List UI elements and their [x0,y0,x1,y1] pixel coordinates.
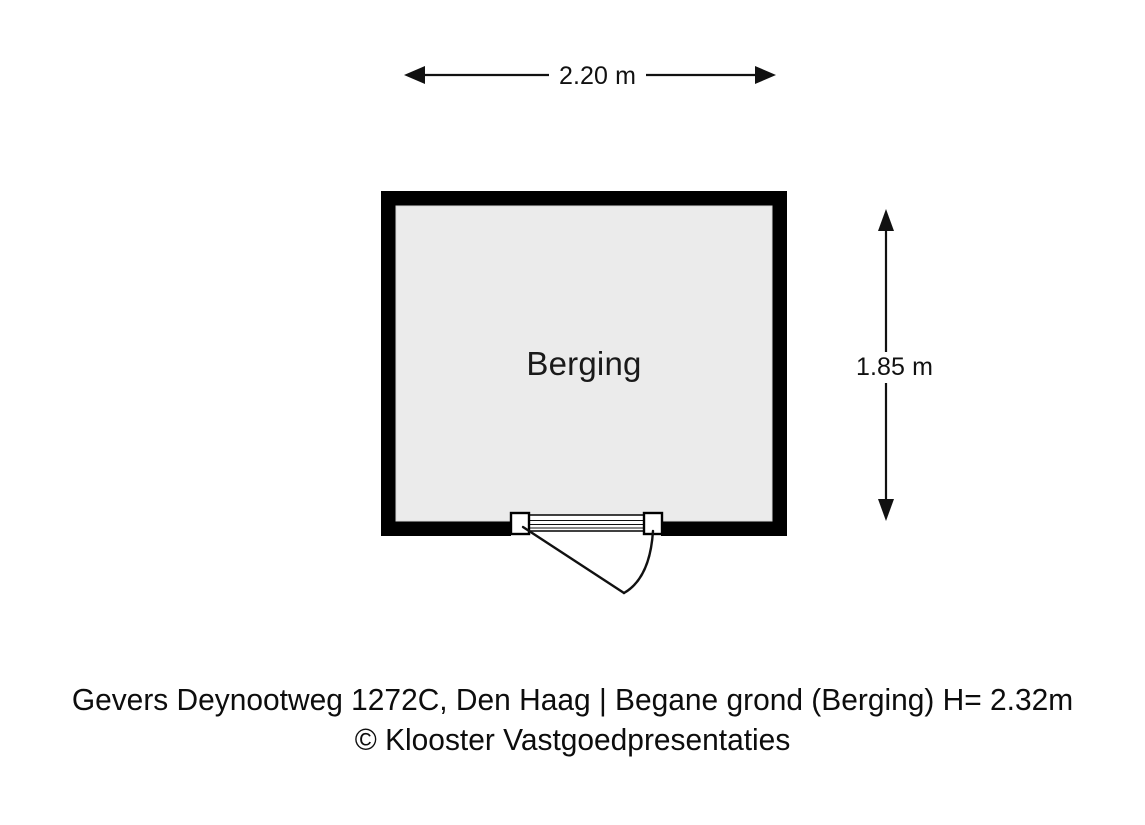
caption: Gevers Deynootweg 1272C, Den Haag | Bega… [0,680,1145,759]
door-jamb-left [509,511,531,536]
room-floor-fill-berging [396,206,772,521]
door-leaf [521,525,626,595]
dimension-width-arrow-right [755,66,776,84]
caption-credit: © Klooster Vastgoedpresentaties [354,721,791,757]
dimension-width-arrow-left [404,66,425,84]
door-assembly [509,511,664,595]
door-panel [510,514,662,532]
dimension-height-arrow-top [878,209,894,231]
dimension-height-label: 1.85 m [852,352,938,383]
door-swing-arc [622,529,655,595]
caption-address: Gevers Deynootweg 1272C, Den Haag | Bega… [71,682,1074,717]
dimension-width-label: 2.20 m [549,62,647,91]
dimension-height-arrow-bottom [878,499,894,521]
room-label-berging: Berging [526,345,642,382]
